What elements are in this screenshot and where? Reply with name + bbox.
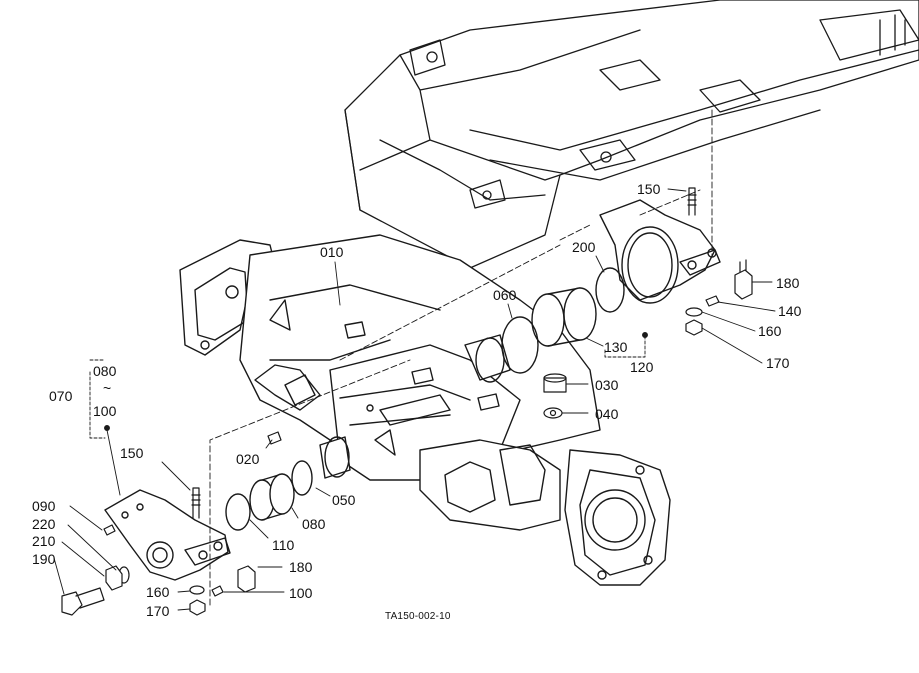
label-180-lower: 180: [289, 559, 313, 575]
label-180-upper: 180: [776, 275, 800, 291]
rear-bracket: [104, 489, 231, 581]
plate-110: [225, 493, 251, 531]
label-080-lower: 080: [302, 516, 326, 532]
ring-200: [595, 267, 625, 313]
label-050: 050: [332, 492, 356, 508]
label-090: 090: [32, 498, 56, 514]
label-200: 200: [572, 239, 596, 255]
label-040: 040: [595, 406, 619, 422]
ring-060: [501, 316, 539, 374]
label-070: 070: [49, 388, 73, 404]
label-080-group: 080: [93, 363, 117, 379]
label-150-upper: 150: [637, 181, 661, 197]
label-030: 030: [595, 377, 619, 393]
bushing-080-lower: [249, 473, 295, 521]
leader-lines: [53, 109, 776, 611]
label-210: 210: [32, 533, 56, 549]
front-bracket: [599, 199, 721, 304]
label-130: 130: [604, 339, 628, 355]
bushing-130: [531, 287, 597, 347]
label-060: 060: [493, 287, 517, 303]
label-160-upper: 160: [758, 323, 782, 339]
label-140: 140: [778, 303, 802, 319]
ring-050: [291, 460, 313, 496]
axle-housing: [179, 234, 671, 586]
label-110: 110: [272, 537, 295, 553]
label-170-upper: 170: [766, 355, 790, 371]
label-150-lower: 150: [120, 445, 144, 461]
figure-code: TA150-002-10: [385, 611, 451, 622]
label-170-lower: 170: [146, 603, 170, 619]
label-100-group: 100: [93, 403, 117, 419]
label-tilde: ~: [103, 380, 112, 396]
label-190: 190: [32, 551, 56, 567]
label-220: 220: [32, 516, 56, 532]
label-100-lower: 100: [289, 585, 313, 601]
label-120: 120: [630, 359, 654, 375]
label-010: 010: [320, 244, 344, 260]
label-160-lower: 160: [146, 584, 170, 600]
fasteners: [61, 187, 753, 616]
label-020: 020: [236, 451, 260, 467]
tractor-frame: [344, 0, 919, 269]
